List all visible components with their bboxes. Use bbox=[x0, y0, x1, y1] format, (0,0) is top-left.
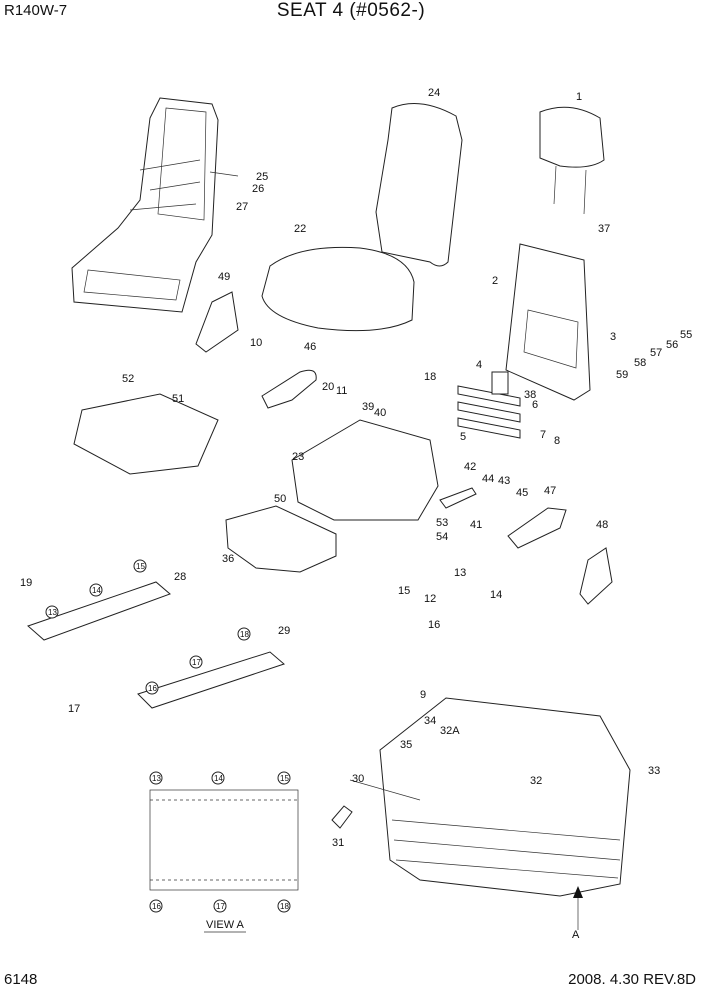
callout-8: 8 bbox=[554, 435, 560, 447]
headrest-drawing bbox=[539, 106, 605, 168]
seat-cushion-drawing bbox=[261, 246, 415, 332]
callout-35: 35 bbox=[400, 739, 412, 751]
seat-frame-drawing bbox=[71, 97, 239, 313]
callout-54: 54 bbox=[436, 531, 448, 543]
circle-18: 18 bbox=[240, 630, 249, 639]
callout-labels: 1 2 3 4 5 6 7 8 9 10 11 12 13 14 15 16 1… bbox=[20, 87, 692, 941]
callout-34: 34 bbox=[424, 715, 436, 727]
callout-56: 56 bbox=[666, 339, 678, 351]
callout-31: 31 bbox=[332, 837, 344, 849]
circled-labels: 15 14 13 18 17 16 13 14 15 16 17 18 bbox=[45, 559, 291, 913]
callout-42: 42 bbox=[464, 461, 476, 473]
backrest-frame-drawing bbox=[505, 243, 591, 401]
callout-6: 6 bbox=[532, 399, 538, 411]
callout-29: 29 bbox=[278, 625, 290, 637]
callout-16: 16 bbox=[428, 619, 440, 631]
page-title: SEAT 4 (#0562-) bbox=[276, 0, 426, 21]
callout-23: 23 bbox=[292, 451, 304, 463]
callout-45: 45 bbox=[516, 487, 528, 499]
callout-52: 52 bbox=[122, 373, 134, 385]
callout-14: 14 bbox=[490, 589, 502, 601]
view-circle-17: 17 bbox=[216, 902, 225, 911]
callout-38: 38 bbox=[524, 389, 536, 401]
callout-51: 51 bbox=[172, 393, 184, 405]
callout-20: 20 bbox=[322, 381, 334, 393]
callout-12: 12 bbox=[424, 593, 436, 605]
callout-50: 50 bbox=[274, 493, 286, 505]
callout-5: 5 bbox=[460, 431, 466, 443]
callout-47: 47 bbox=[544, 485, 556, 497]
callout-30: 30 bbox=[352, 773, 364, 785]
callout-55: 55 bbox=[680, 329, 692, 341]
callout-37: 37 bbox=[598, 223, 610, 235]
circle-14: 14 bbox=[92, 586, 101, 595]
callout-3: 3 bbox=[610, 331, 616, 343]
callout-49: 49 bbox=[218, 271, 230, 283]
seat-pan-drawing bbox=[291, 419, 439, 521]
callout-1: 1 bbox=[576, 91, 582, 103]
callout-28: 28 bbox=[174, 571, 186, 583]
callout-32a: 32A bbox=[440, 725, 460, 737]
callout-53: 53 bbox=[436, 517, 448, 529]
callout-13: 13 bbox=[454, 567, 466, 579]
callout-39: 39 bbox=[362, 401, 374, 413]
lever-drawing bbox=[439, 487, 477, 509]
slide-bars-drawing bbox=[457, 385, 521, 439]
rail-28-drawing bbox=[27, 581, 171, 641]
callout-15: 15 bbox=[398, 585, 410, 597]
view-circle-15: 15 bbox=[280, 774, 289, 783]
callout-27: 27 bbox=[236, 201, 248, 213]
callout-a: A bbox=[572, 929, 580, 941]
callout-22: 22 bbox=[294, 223, 306, 235]
revision-date: 2008. 4.30 REV.8D bbox=[568, 971, 696, 988]
callout-48: 48 bbox=[596, 519, 608, 531]
callout-17: 17 bbox=[68, 703, 80, 715]
callout-25: 25 bbox=[256, 171, 268, 183]
view-circle-18: 18 bbox=[280, 902, 289, 911]
side-panel-left-drawing bbox=[195, 291, 239, 353]
callout-18: 18 bbox=[424, 371, 436, 383]
callout-19: 19 bbox=[20, 577, 32, 589]
callout-40: 40 bbox=[374, 407, 386, 419]
right-armrest-drawing bbox=[507, 507, 567, 549]
circle-15: 15 bbox=[136, 562, 145, 571]
view-a-label: VIEW A bbox=[206, 919, 245, 931]
circle-16: 16 bbox=[148, 684, 157, 693]
callout-4: 4 bbox=[476, 359, 482, 371]
callout-26: 26 bbox=[252, 183, 264, 195]
callout-32: 32 bbox=[530, 775, 542, 787]
callout-59: 59 bbox=[616, 369, 628, 381]
callout-41: 41 bbox=[470, 519, 482, 531]
callout-46: 46 bbox=[304, 341, 316, 353]
page-number: 6148 bbox=[4, 971, 38, 988]
callout-24: 24 bbox=[428, 87, 440, 99]
view-circle-13: 13 bbox=[152, 774, 161, 783]
side-panel-right-drawing bbox=[579, 547, 613, 605]
callout-57: 57 bbox=[650, 347, 662, 359]
callout-33: 33 bbox=[648, 765, 660, 777]
callout-7: 7 bbox=[540, 429, 546, 441]
view-circle-16: 16 bbox=[152, 902, 161, 911]
callout-36: 36 bbox=[222, 553, 234, 565]
backrest-cover-drawing bbox=[375, 103, 463, 267]
base-plate-drawing bbox=[73, 393, 219, 475]
left-armrest-drawing bbox=[261, 369, 317, 409]
suspension-base-drawing bbox=[379, 697, 631, 897]
callout-44: 44 bbox=[482, 473, 494, 485]
callout-10: 10 bbox=[250, 337, 262, 349]
view-a-frame bbox=[149, 789, 299, 891]
rail-29-drawing bbox=[137, 651, 285, 709]
circle-13: 13 bbox=[48, 608, 57, 617]
handle-grip-drawing bbox=[331, 805, 353, 829]
model-label: R140W-7 bbox=[4, 2, 68, 19]
callout-11: 11 bbox=[336, 385, 347, 397]
callout-2: 2 bbox=[492, 275, 498, 287]
callout-9: 9 bbox=[420, 689, 426, 701]
view-circle-14: 14 bbox=[214, 774, 223, 783]
cushion-base-drawing bbox=[225, 505, 337, 573]
callout-58: 58 bbox=[634, 357, 646, 369]
callout-43: 43 bbox=[498, 475, 510, 487]
circle-17: 17 bbox=[192, 658, 201, 667]
